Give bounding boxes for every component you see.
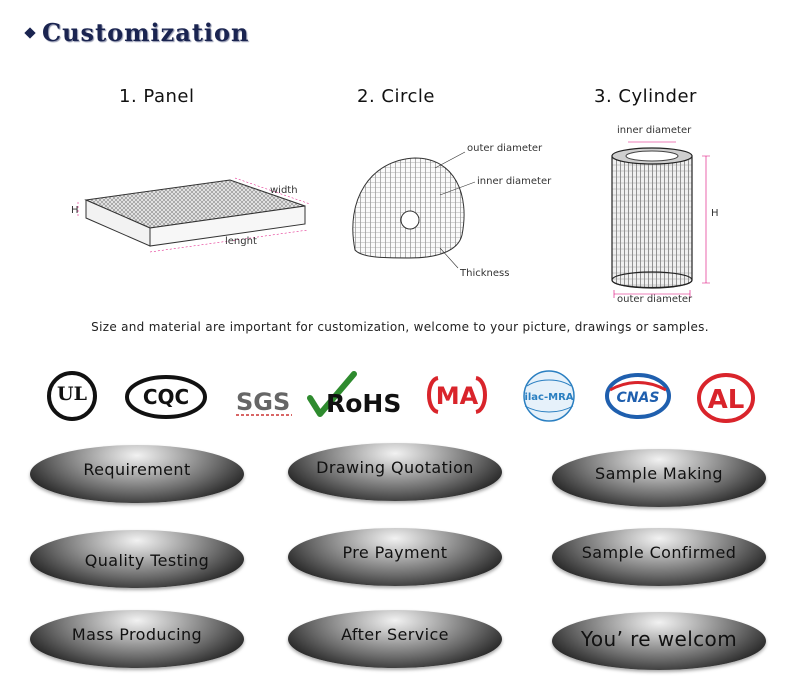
customization-caption: Size and material are important for cust… <box>91 320 709 334</box>
heading-title: Customization <box>42 18 250 47</box>
svg-text:CNAS: CNAS <box>617 390 660 406</box>
ul-certification-logo: UL <box>46 370 98 422</box>
svg-text:MA: MA <box>436 382 479 410</box>
panel-width-label: width <box>270 185 298 196</box>
panel-height-label: H <box>71 205 79 216</box>
cylinder-filter-illustration <box>611 141 710 298</box>
cylinder-inner-diameter-label: inner diameter <box>617 125 692 136</box>
svg-text:AL: AL <box>708 385 745 415</box>
cnas-certification-logo: CNAS <box>604 372 672 420</box>
panel-length-label: lenght <box>225 236 257 247</box>
cqc-certification-logo: CQC <box>124 374 208 420</box>
cal-certification-logo: AL <box>696 372 756 424</box>
cylinder-height-label: H <box>711 208 719 219</box>
svg-text:UL: UL <box>57 383 87 405</box>
circle-inner-diameter-label: inner diameter <box>477 176 552 187</box>
ilac-mra-certification-logo: ilac-MRA <box>519 368 579 424</box>
sgs-certification-logo: SGS <box>232 384 294 418</box>
svg-text:CQC: CQC <box>143 385 189 409</box>
circle-filter-illustration <box>352 151 476 269</box>
cylinder-outer-diameter-label: outer diameter <box>617 294 693 305</box>
process-step-after-service: After Service <box>288 610 502 668</box>
process-step-quality-testing: Quality Testing <box>30 530 244 588</box>
process-step-sample-confirmed: Sample Confirmed <box>552 528 766 586</box>
process-step-sample-making: Sample Making <box>552 449 766 507</box>
rohs-certification-logo: RoHS <box>306 370 406 420</box>
cma-certification-logo: MA <box>424 374 490 416</box>
svg-text:ilac-MRA: ilac-MRA <box>524 392 573 403</box>
cylinder-title: 3. Cylinder <box>594 86 697 107</box>
section-heading: Customization <box>24 18 250 47</box>
circle-thickness-label: Thickness <box>460 268 510 279</box>
process-step-pre-payment: Pre Payment <box>288 528 502 586</box>
svg-text:RoHS: RoHS <box>326 389 401 418</box>
process-step-mass-producing: Mass Producing <box>30 610 244 668</box>
panel-filter-illustration <box>77 177 311 253</box>
process-step-drawing-quotation: Drawing Quotation <box>288 443 502 501</box>
process-step-requirement: Requirement <box>30 445 244 503</box>
process-step-welcome: You’ re welcom <box>552 612 766 670</box>
circle-title: 2. Circle <box>357 86 435 107</box>
panel-title: 1. Panel <box>119 86 195 107</box>
diamond-bullet-icon <box>24 26 36 39</box>
svg-text:SGS: SGS <box>236 388 290 416</box>
circle-outer-diameter-label: outer diameter <box>467 143 543 154</box>
